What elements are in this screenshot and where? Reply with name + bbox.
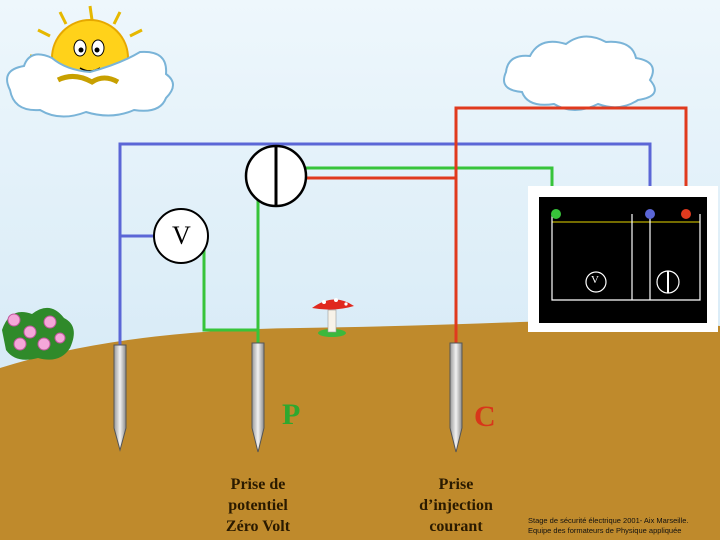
device-voltmeter-label: V bbox=[591, 274, 599, 286]
c-caption-line: Prise bbox=[438, 476, 474, 493]
voltmeter-label: V bbox=[172, 221, 191, 250]
wire-red bbox=[454, 106, 688, 345]
stake-c bbox=[449, 342, 463, 453]
credit-line: Stage de sécurité électrique 2001- Aix M… bbox=[528, 516, 689, 525]
measurement-device bbox=[528, 186, 718, 332]
credit-text: Stage de sécurité électrique 2001- Aix M… bbox=[528, 516, 718, 536]
stake-left bbox=[113, 344, 127, 452]
cloud-icon bbox=[6, 50, 174, 118]
c-label: C bbox=[474, 400, 496, 433]
c-caption-line: courant bbox=[429, 518, 483, 535]
flower-icon bbox=[2, 307, 74, 360]
cloud-icon bbox=[503, 35, 656, 111]
mushroom-icon bbox=[312, 298, 354, 337]
wire-green bbox=[202, 236, 260, 345]
p-caption-line: Prise de bbox=[230, 476, 286, 493]
stake-p bbox=[251, 342, 265, 453]
wire-blue-top bbox=[118, 142, 652, 345]
credit-line: Equipe des formateurs de Physique appliq… bbox=[528, 526, 682, 535]
c-caption-line: d’injection bbox=[419, 497, 493, 514]
c-caption: Prise d’injection courant bbox=[396, 474, 516, 537]
p-caption-line: Zéro Volt bbox=[225, 518, 291, 535]
p-caption-line: potentiel bbox=[228, 497, 288, 514]
p-label: P bbox=[282, 398, 301, 431]
ground bbox=[0, 320, 720, 540]
p-caption: Prise de potentiel Zéro Volt bbox=[198, 474, 318, 537]
voltmeter-icon bbox=[153, 208, 209, 264]
ammeter-icon bbox=[244, 144, 308, 208]
